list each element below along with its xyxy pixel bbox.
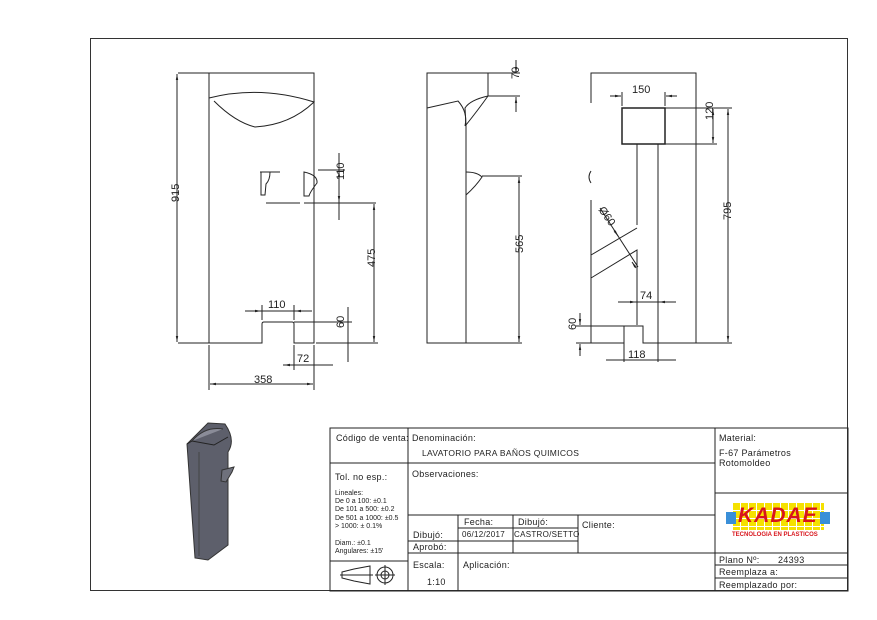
cliente-label: Cliente: — [582, 520, 615, 530]
tol-label: Tol. no esp.: — [335, 472, 388, 482]
dim-back-notch-width: 118 — [628, 349, 646, 361]
side-view: 70 565 — [426, 60, 526, 344]
tol-ang: Angulares: ±15' — [335, 548, 384, 555]
isometric-view — [186, 422, 235, 561]
dim-notch-height: 60 — [335, 316, 347, 328]
dim-opening-width: 150 — [632, 84, 650, 96]
aplicacion-label: Aplicación: — [463, 560, 510, 570]
escala-label: Escala: — [413, 560, 445, 570]
tol-line: > 1000: ± 0.1% — [335, 523, 383, 530]
kadae-logo: KADAE TECNOLOGIA EN PLASTICOS — [726, 500, 830, 548]
reemplaza-label: Reemplaza a: — [719, 567, 779, 577]
dim-notch-width: 110 — [268, 299, 286, 311]
material-value-1: F-67 Parámetros — [719, 448, 792, 458]
front-view: 110 915 358 475 110 60 72 — [170, 72, 378, 390]
fecha-label: Fecha: — [464, 517, 494, 527]
tol-line: Lineales: — [335, 490, 364, 497]
dim-total-height: 915 — [170, 184, 182, 202]
dibujo-value: CASTRO/SETTO — [514, 530, 580, 539]
tol-diam: Diam.: ±0.1 — [335, 540, 371, 547]
plano-value: 24393 — [778, 555, 805, 565]
denominacion-value: LAVATORIO PARA BAÑOS QUIMICOS — [422, 448, 580, 458]
dim-pipe-diameter: Ø60 — [596, 205, 618, 229]
title-block-grid — [329, 427, 849, 592]
logo-name: KADAE — [738, 504, 818, 527]
dim-faucet-elevation: 475 — [366, 249, 378, 267]
projection-symbol-icon — [340, 565, 395, 585]
codigo-label: Código de venta: — [336, 433, 409, 443]
tol-line: De 0 a 100: ±0.1 — [335, 498, 387, 505]
dibujo-col-label: Dibujó: — [518, 517, 549, 527]
dim-basin-depth: 70 — [510, 67, 522, 79]
logo-tagline: TECNOLOGIA EN PLASTICOS — [732, 532, 818, 538]
dim-back-notch-height: 60 — [567, 318, 579, 330]
dim-opening-elevation: 795 — [722, 202, 734, 220]
fecha-value: 06/12/2017 — [462, 530, 506, 539]
dim-notch-offset: 72 — [297, 353, 309, 365]
dim-side-faucet-elevation: 565 — [514, 235, 526, 253]
reemplazado-label: Reemplazado por: — [719, 580, 798, 590]
back-view: 150 120 795 Ø60 74 118 60 — [567, 72, 734, 362]
dim-faucet-height: 110 — [335, 162, 347, 180]
observaciones-label: Observaciones: — [412, 469, 479, 479]
aprobo-label: Aprobó: — [413, 542, 447, 552]
dibujo-row-label: Dibujó: — [413, 530, 444, 540]
dim-opening-height: 120 — [704, 102, 716, 120]
dim-width: 358 — [254, 374, 272, 386]
material-label: Material: — [719, 433, 757, 443]
dim-pipe-width: 74 — [640, 290, 652, 302]
tol-line: De 101 a 500: ±0.2 — [335, 506, 395, 513]
denominacion-label: Denominación: — [412, 433, 476, 443]
material-value-2: Rotomoldeo — [719, 458, 771, 468]
tol-line: De 501 a 1000: ±0.5 — [335, 515, 399, 522]
escala-value: 1:10 — [427, 577, 446, 587]
plano-label: Plano Nº: — [719, 555, 760, 565]
